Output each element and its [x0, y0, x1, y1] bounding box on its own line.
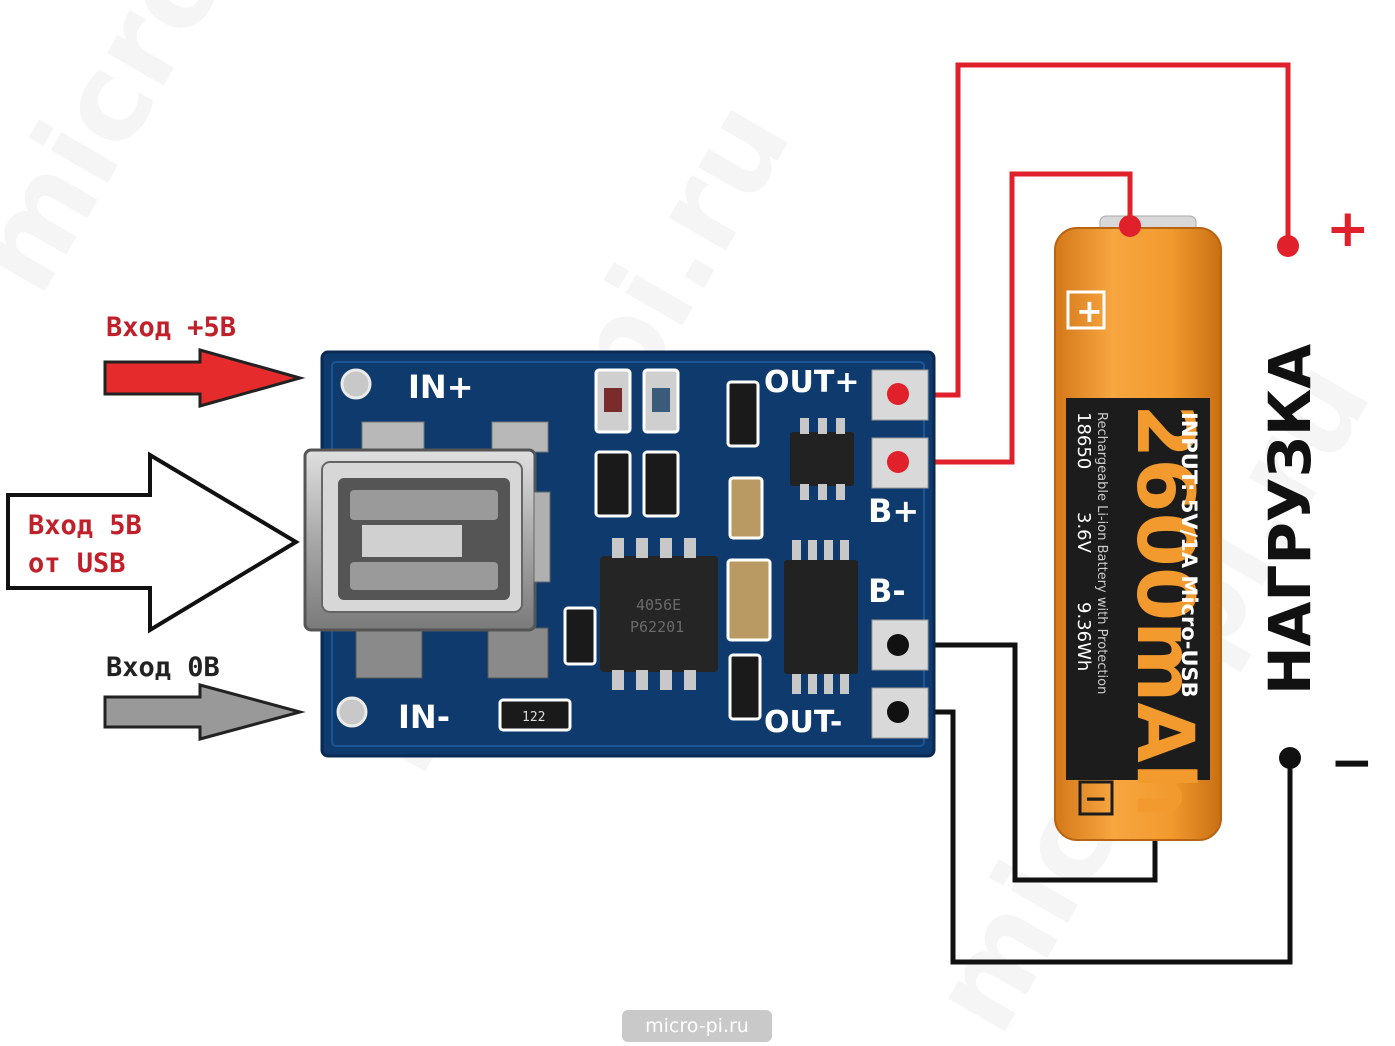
label-input-zero: Вход 0В: [106, 652, 220, 683]
battery-plus-box: [1066, 290, 1106, 330]
smd-capacitor: [728, 476, 764, 540]
label-input-usb-line1: Вход 5В: [28, 510, 142, 541]
arrow-input-plus: [103, 348, 306, 408]
wire-b-plus-to-battery-plus: [900, 171, 1133, 465]
label-input-usb-line2: от USB: [28, 548, 126, 579]
silk-in-plus: IN+: [408, 368, 474, 406]
load: + − НАГРУЗКА: [1256, 199, 1374, 793]
battery-capacity: 2600mAh: [1119, 404, 1209, 818]
terminal-battery-plus: [1119, 215, 1141, 237]
load-minus-sign: −: [1330, 733, 1374, 793]
chip-sot23: [790, 432, 854, 486]
pad-b-plus: [871, 437, 929, 489]
terminal-dots: [887, 383, 909, 723]
terminal-load-plus: [1277, 235, 1299, 257]
watermark-text: micro-pi.ru: [0, 0, 438, 315]
smd-resistor: [728, 653, 762, 721]
battery-plus-symbol: +: [1076, 292, 1103, 330]
battery-input: INPUT: 5V/1A Micro-USB: [1177, 412, 1201, 698]
load-plus-sign: +: [1326, 199, 1370, 259]
battery-minus-symbol: −: [1084, 782, 1107, 815]
battery-voltage: 3.6V: [1073, 512, 1094, 554]
mount-hole: [336, 696, 368, 728]
chip-marking-1: 4056E: [636, 596, 681, 614]
terminal-out-plus: [887, 383, 909, 405]
footer-watermark: micro-pi.ru: [622, 1010, 772, 1042]
terminal-load-minus: [1279, 747, 1301, 769]
battery-energy: 9.36Wh: [1073, 602, 1094, 671]
smd-resistor: [563, 606, 597, 666]
arrow-input-usb: [6, 451, 300, 634]
chip-mosfet: [784, 560, 858, 674]
chip-tp4056: [600, 556, 718, 672]
smd-resistor: [594, 450, 632, 518]
silk-out-minus: OUT-: [764, 705, 842, 740]
smd-resistor-122: [498, 698, 572, 732]
chip-marking-2: P62201: [630, 618, 684, 636]
battery-minus-box: [1078, 780, 1114, 816]
smd-resistor: [726, 380, 760, 448]
wire-out-plus-to-load-plus: [900, 62, 1291, 398]
battery-description: Rechargeable Li-ion Battery with Protect…: [1094, 412, 1109, 694]
load-label: НАГРУЗКА: [1256, 344, 1324, 695]
terminal-out-minus: [887, 701, 909, 723]
terminal-b-plus: [887, 451, 909, 473]
label-input-plus: Вход +5В: [106, 312, 236, 343]
silk-b-minus: B-: [868, 572, 906, 610]
smd-capacitor: [726, 558, 772, 642]
wire-b-minus-to-battery-minus: [900, 642, 1158, 883]
silk-in-minus: IN-: [398, 698, 450, 736]
tp4056-board: IN+ IN- OUT+ B+ B- OUT- 122: [303, 350, 936, 758]
mini-usb-connector: [303, 448, 551, 632]
mount-hole: [340, 368, 372, 400]
resistor-marking: 122: [522, 710, 545, 725]
silk-b-plus: B+: [868, 492, 919, 530]
smd-resistor: [642, 450, 680, 518]
terminal-b-minus: [887, 634, 909, 656]
silk-out-plus: OUT+: [764, 365, 859, 400]
battery-18650: + − 2600mAh INPUT: 5V/1A Micro-USB 18650…: [1054, 215, 1222, 841]
arrow-input-zero: [103, 683, 306, 741]
battery-model: 18650: [1073, 412, 1094, 469]
